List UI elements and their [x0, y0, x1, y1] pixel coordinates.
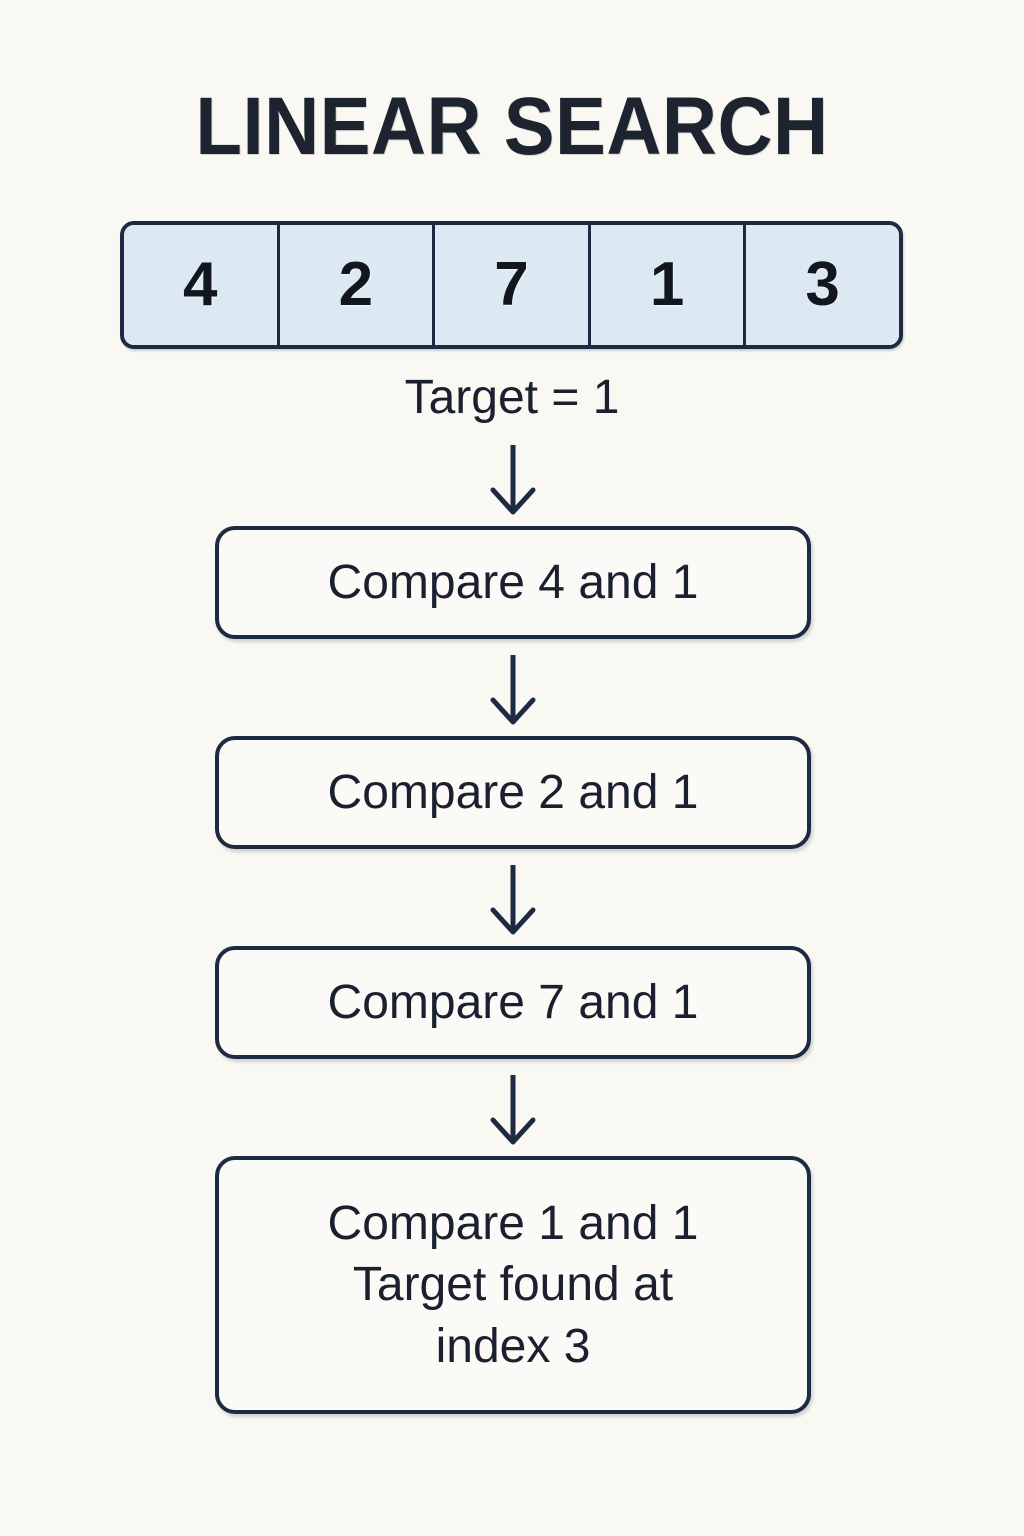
array-cell-value: 7 — [494, 250, 529, 319]
array-cell-value: 4 — [183, 250, 218, 319]
step-box-4-result: Compare 1 and 1 Target found at index 3 — [215, 1156, 811, 1414]
array-cell-value: 2 — [338, 250, 374, 319]
arrow-down-icon — [479, 653, 547, 729]
array-cell-value: 1 — [649, 250, 685, 319]
step-box-1: Compare 4 and 1 — [215, 526, 811, 639]
step-box-2: Compare 2 and 1 — [215, 736, 811, 849]
arrow-down-icon — [479, 863, 547, 939]
step-box-2-text: Compare 2 and 1 — [327, 765, 699, 819]
array-cell-1: 2 — [279, 225, 436, 345]
array-cell-value: 3 — [805, 250, 840, 319]
target-label: Target = 1 — [404, 371, 620, 424]
array-cell-3: 1 — [590, 225, 747, 345]
array-cell-0: 4 — [124, 225, 280, 345]
step-box-3: Compare 7 and 1 — [215, 946, 811, 1059]
array-strip: 4 2 7 1 3 — [120, 221, 903, 349]
arrow-down-icon — [479, 443, 547, 519]
step-box-3-text: Compare 7 and 1 — [327, 975, 699, 1029]
array-cell-4: 3 — [746, 225, 899, 345]
array-cell-2: 7 — [435, 225, 591, 345]
page-title: LINEAR SEARCH — [195, 81, 829, 172]
step-box-4-text: Compare 1 and 1 Target found at index 3 — [327, 1196, 699, 1373]
step-box-1-text: Compare 4 and 1 — [327, 555, 699, 609]
arrow-down-icon — [479, 1073, 547, 1149]
